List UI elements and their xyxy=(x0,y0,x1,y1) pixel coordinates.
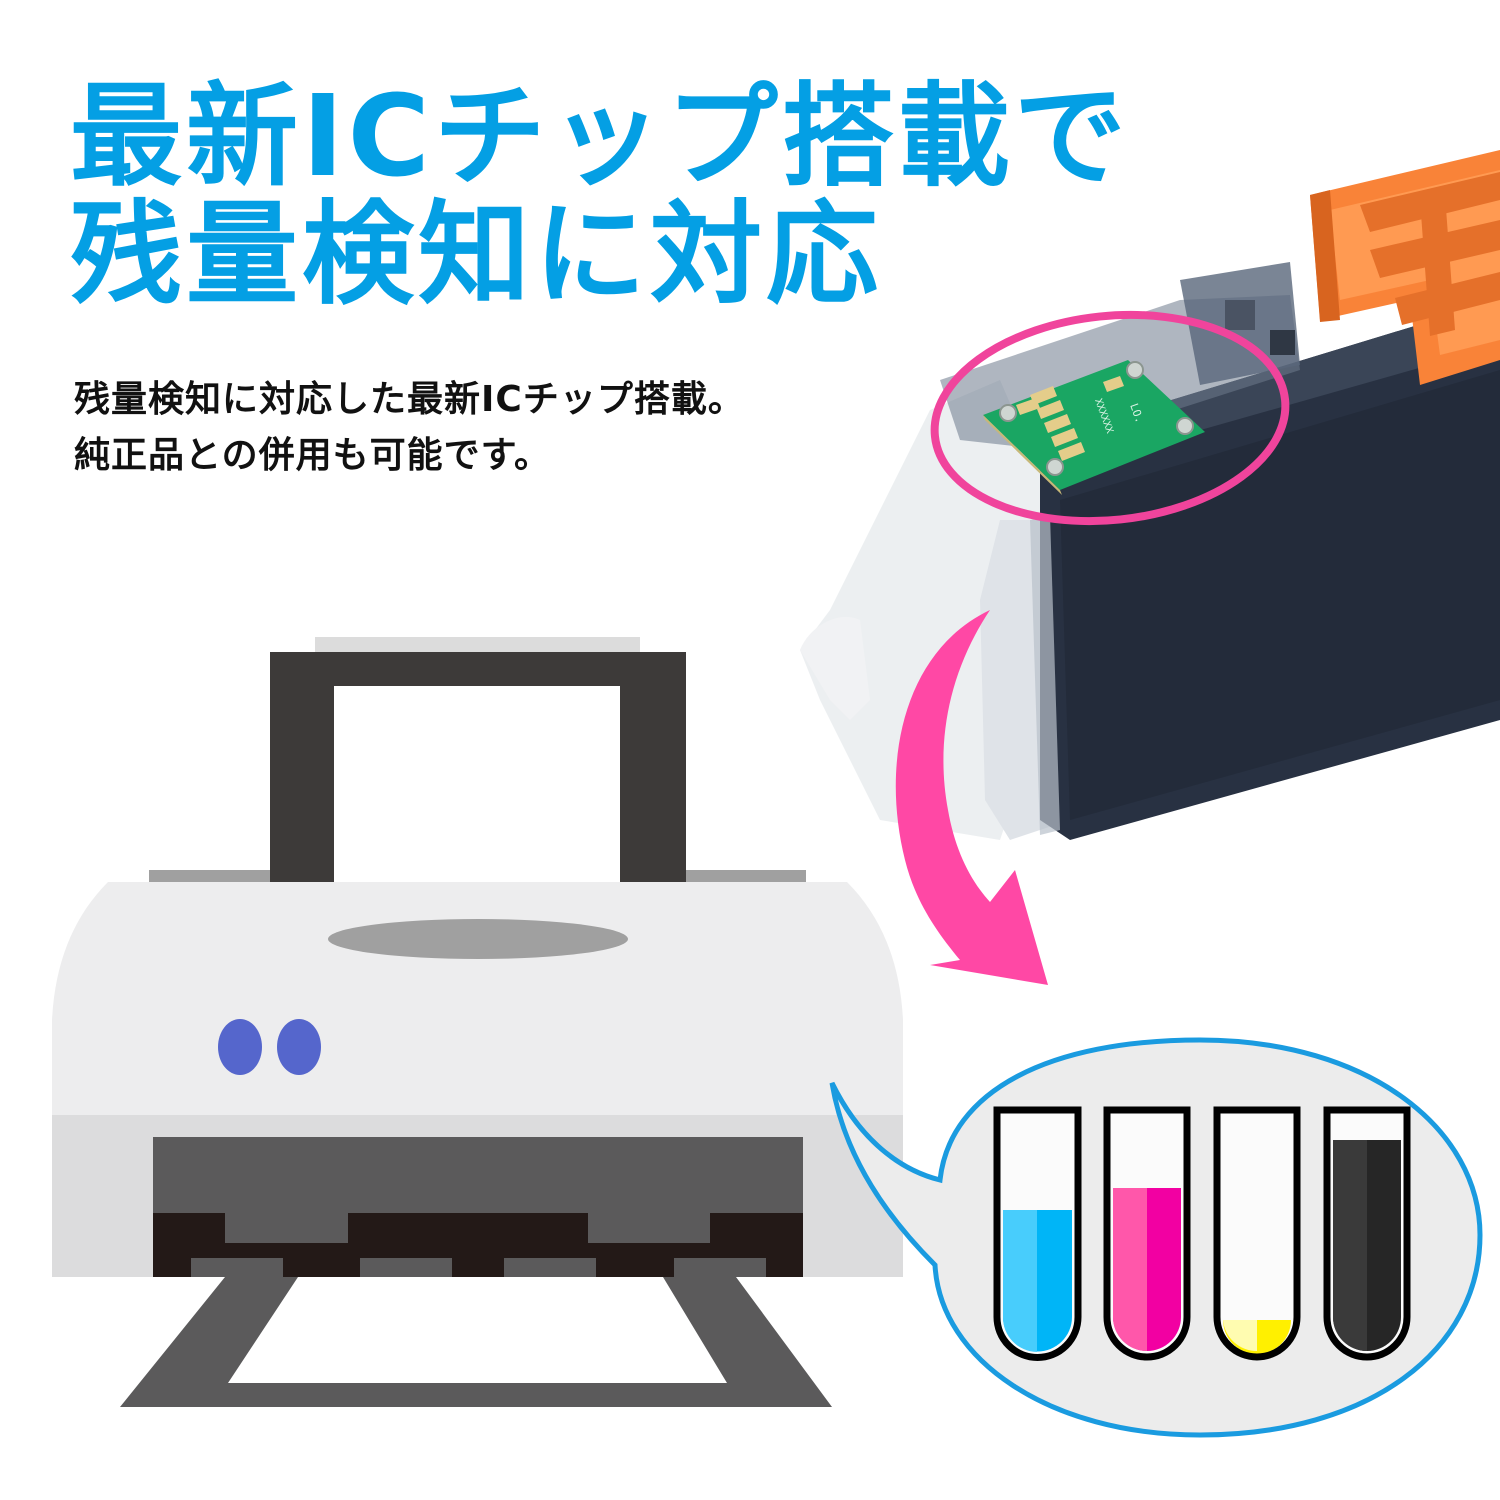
curved-arrow-icon xyxy=(895,610,1048,985)
description-line-1: 残量検知に対応した最新ICチップ搭載。 xyxy=(74,379,745,420)
headline-line-2: 残量検知に対応 xyxy=(70,190,882,320)
printer-button-2 xyxy=(277,1019,321,1075)
orange-clip xyxy=(1310,150,1500,385)
ink-tube-magenta xyxy=(1103,1106,1191,1361)
ink-cartridge-image: LO. XXXXXX xyxy=(800,150,1500,840)
headline: 最新ICチップ搭載で 残量検知に対応 xyxy=(70,78,1130,314)
highlight-ring xyxy=(930,310,1290,526)
ink-level-bubble xyxy=(829,1037,1483,1438)
chip-label: LO. xyxy=(1127,402,1146,425)
ink-tube-yellow xyxy=(1213,1106,1301,1361)
ink-tube-cyan xyxy=(993,1106,1082,1361)
headline-line-1: 最新ICチップ搭載で xyxy=(70,72,1130,202)
printer-button-1 xyxy=(218,1019,262,1075)
ic-chip: LO. XXXXXX xyxy=(983,360,1205,495)
ink-tube-black xyxy=(1323,1106,1411,1361)
description-line-2: 純正品との併用も可能です。 xyxy=(74,435,552,476)
description: 残量検知に対応した最新ICチップ搭載。 純正品との併用も可能です。 xyxy=(74,372,745,484)
printer-illustration xyxy=(52,637,903,1407)
